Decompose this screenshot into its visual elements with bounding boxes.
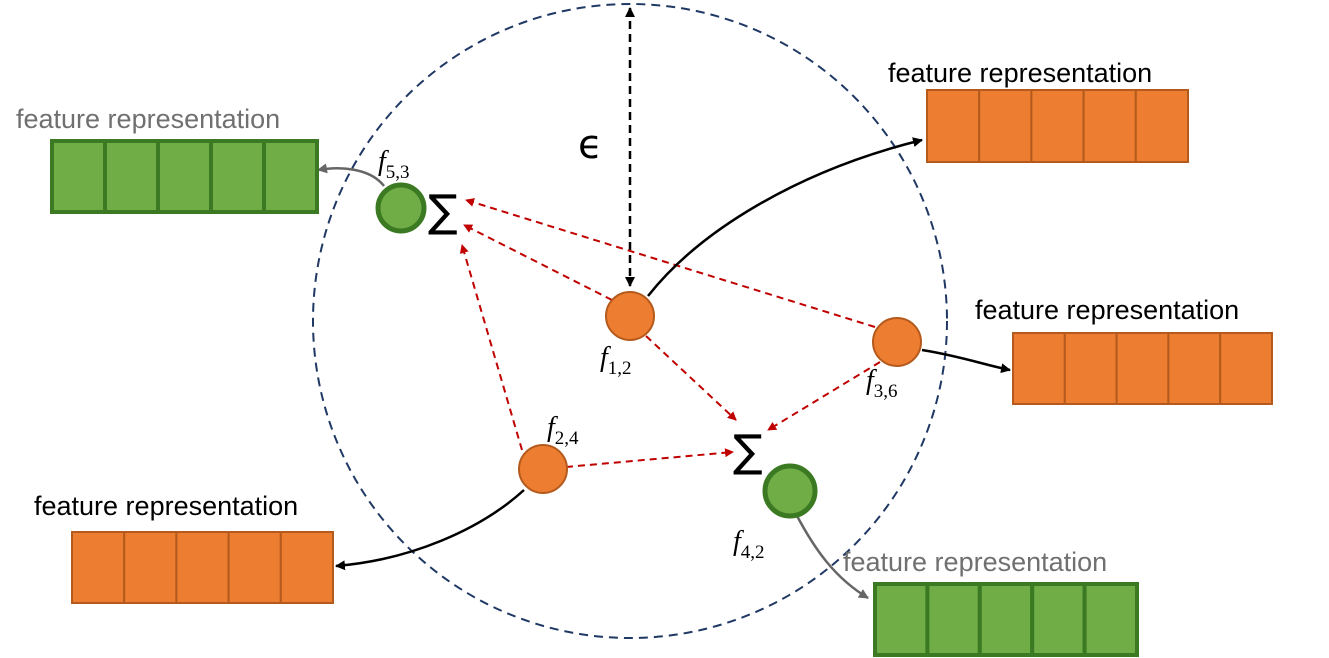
feature-cell <box>156 139 213 214</box>
edge-f36-to-sum-upper <box>465 198 876 328</box>
arrow-f53-to-feature <box>317 163 385 187</box>
sum-symbol-lower: ∑ <box>733 426 763 477</box>
feature-cell <box>103 139 160 214</box>
feature-block-right: feature representation <box>975 295 1273 405</box>
aggregation-edges-lower-sum <box>565 335 881 468</box>
feature-cell <box>209 139 266 214</box>
feature-cell <box>50 139 107 214</box>
epsilon-neighborhood-circle <box>312 3 948 639</box>
feature-label-lower-left: feature representation <box>34 491 298 521</box>
feature-cell <box>262 139 319 214</box>
feature-block-lower-right: feature representation <box>843 547 1139 657</box>
node-f53 <box>375 182 427 234</box>
arrow-f12-to-feature <box>647 137 923 297</box>
feature-cell <box>1082 582 1139 657</box>
feature-cell <box>1134 89 1190 163</box>
node-label-f36: f3,6 <box>866 365 898 402</box>
feature-cell <box>175 531 230 604</box>
feature-cell <box>279 531 334 604</box>
feature-cell <box>1167 332 1222 405</box>
feature-cell <box>1219 332 1273 405</box>
feature-label-right: feature representation <box>975 295 1239 325</box>
feature-cell <box>925 582 982 657</box>
aggregation-edges-upper-sum <box>459 198 876 451</box>
feature-cell <box>1115 332 1170 405</box>
node-label-f53: f5,3 <box>378 146 410 183</box>
feature-label-upper-left: feature representation <box>16 104 280 134</box>
arrow-f24-to-feature <box>335 489 525 571</box>
node-f36 <box>872 317 922 367</box>
feature-cell <box>1082 89 1137 163</box>
feature-cell <box>1012 332 1066 405</box>
feature-cell <box>71 531 126 604</box>
feature-cell <box>1063 332 1118 405</box>
feature-block-upper-right: feature representation <box>888 58 1190 163</box>
edge-f24-to-sum-lower <box>565 448 734 468</box>
edge-f24-to-sum-upper <box>459 244 523 451</box>
feature-cell <box>1030 582 1087 657</box>
arrow-f36-to-feature <box>921 348 1011 374</box>
node-label-f42: f4,2 <box>733 526 765 563</box>
feature-cell <box>926 89 981 163</box>
feature-block-upper-left: feature representation <box>16 104 319 214</box>
node-label-f12: f1,2 <box>600 342 632 379</box>
feature-cell <box>873 582 930 657</box>
node-f12 <box>605 291 655 341</box>
feature-label-upper-right: feature representation <box>888 58 1152 88</box>
node-f42 <box>762 463 818 519</box>
edge-f36-to-sum-lower <box>767 361 881 431</box>
epsilon-label: ϵ <box>578 122 603 168</box>
feature-cell <box>978 89 1033 163</box>
node-label-f24: f2,4 <box>547 412 579 449</box>
sum-symbol-upper: ∑ <box>428 186 458 237</box>
arrow-f42-to-feature <box>794 513 869 600</box>
feature-block-lower-left: feature representation <box>34 491 334 604</box>
feature-cell <box>227 531 282 604</box>
feature-cell <box>977 582 1035 657</box>
feature-cell <box>123 531 178 604</box>
feature-label-lower-right: feature representation <box>843 547 1107 577</box>
edge-f12-to-sum-lower <box>645 335 737 421</box>
node-f24 <box>518 444 568 494</box>
feature-cell <box>1030 89 1085 163</box>
edge-f12-to-sum-upper <box>463 224 613 301</box>
